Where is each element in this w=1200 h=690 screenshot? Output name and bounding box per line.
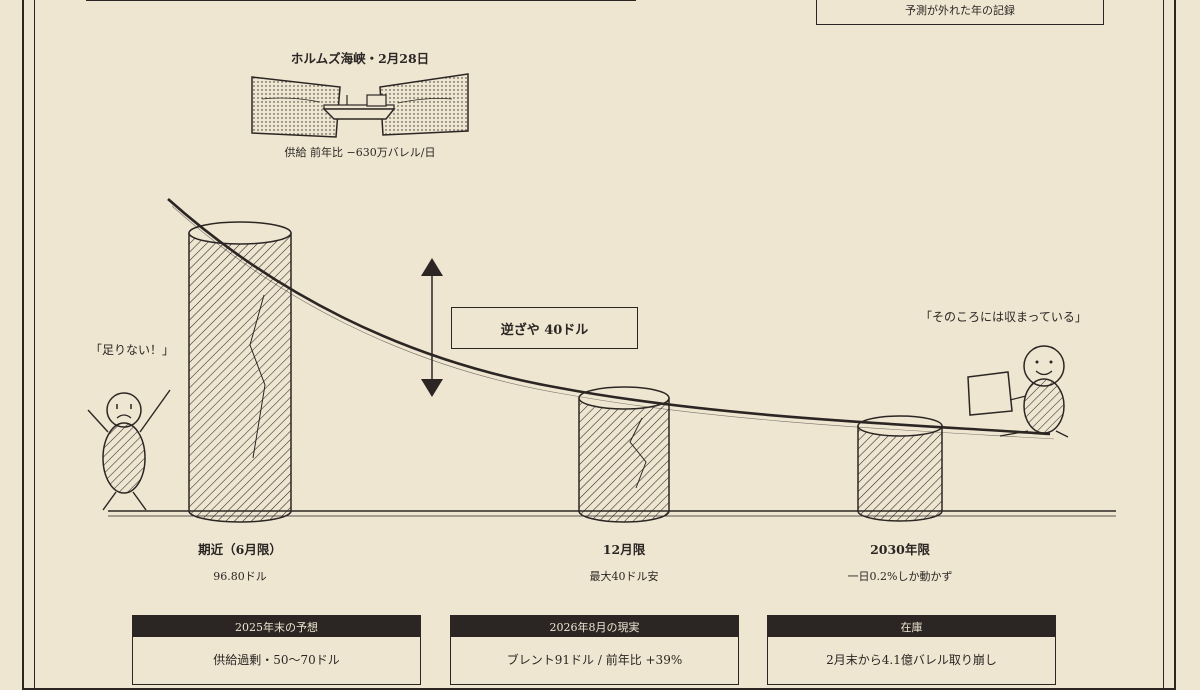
card-reality-body: ブレント91ドル / 前年比 +39% xyxy=(506,653,683,667)
header-box: 予測が外れた年の記録 xyxy=(816,0,1104,25)
card-forecast-head: 2025年末の予想 xyxy=(133,616,420,637)
up-down-arrow-icon xyxy=(421,258,443,397)
card-reality: 2026年8月の現実 ブレント91ドル / 前年比 +39% xyxy=(450,615,739,685)
card-inventory-head: 在庫 xyxy=(768,616,1055,637)
bar-label-2030: 2030年限 xyxy=(870,542,930,557)
worried-figure-icon xyxy=(87,389,171,511)
bar-december xyxy=(578,386,670,523)
card-reality-head: 2026年8月の現実 xyxy=(451,616,738,637)
header-subtitle: 予測が外れた年の記録 xyxy=(905,4,1015,17)
bar-label-front-month: 期近（6月限） xyxy=(198,542,282,557)
card-inventory-body: 2月末から4.1億バレル取り崩し xyxy=(826,653,997,667)
strait-caption: 供給 前年比 −630万バレル/日 xyxy=(284,146,436,159)
quote-worried: 「足りない！」 xyxy=(90,343,175,357)
spread-label-box: 逆ざや 40ドル xyxy=(451,307,638,349)
futures-curve xyxy=(167,198,1051,436)
futures-curve-diagram xyxy=(87,73,1116,523)
card-forecast: 2025年末の予想 供給過剰・50〜70ドル xyxy=(132,615,421,685)
futures-curve-shadow xyxy=(171,205,1055,440)
quote-relaxed: 「そのころには収まっている」 xyxy=(920,310,1087,324)
top-rule xyxy=(86,0,636,1)
strait-ship-icon xyxy=(251,73,469,138)
strait-title: ホルムズ海峡・2月28日 xyxy=(290,51,430,66)
card-forecast-body: 供給過剰・50〜70ドル xyxy=(213,653,340,667)
bar-label-december: 12月限 xyxy=(602,542,646,557)
bar-sub-december: 最大40ドル安 xyxy=(589,570,659,583)
bar-sub-front-month: 96.80ドル xyxy=(213,570,267,583)
bar-front-month xyxy=(188,221,292,523)
bar-sub-2030: 一日0.2%しか動かず xyxy=(847,570,953,583)
card-inventory: 在庫 2月末から4.1億バレル取り崩し xyxy=(767,615,1056,685)
relaxed-figure-icon xyxy=(967,345,1069,438)
spread-label: 逆ざや 40ドル xyxy=(500,322,589,338)
